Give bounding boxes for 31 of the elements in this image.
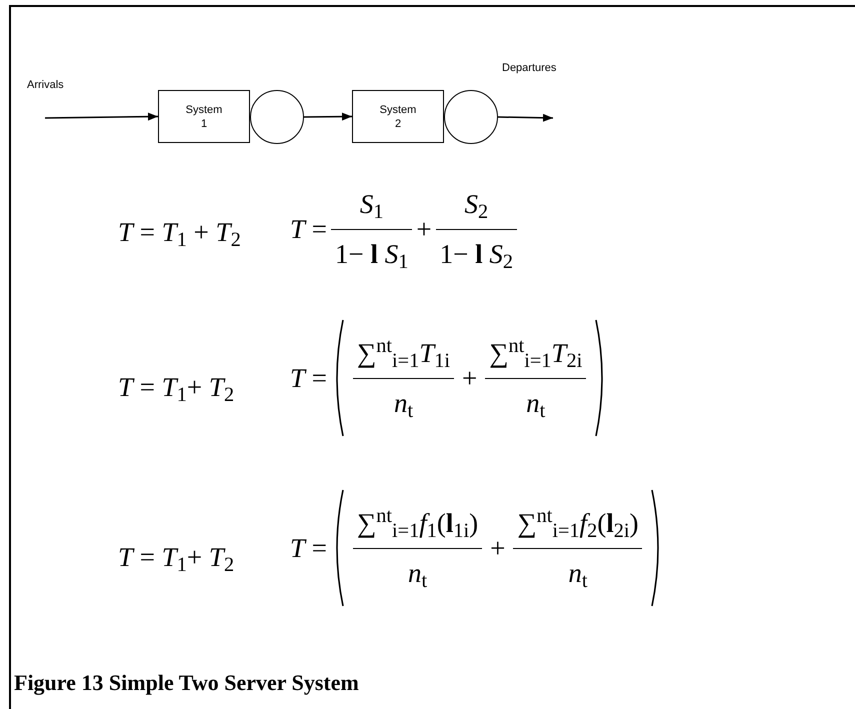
- fraction-numerator: ∑$^{nt}$$_{i=1}$f$_{2}$(l$_{2i}$): [517, 508, 638, 538]
- math-text: T = T$_{1}$+ T$_{2}$: [118, 542, 234, 572]
- arrow: [498, 114, 554, 122]
- fraction-denominator: n$_{t}$: [568, 558, 588, 588]
- fraction-denominator: 1− l S$_{1}$: [335, 238, 408, 268]
- fraction-denominator: n$_{t}$: [526, 388, 546, 418]
- math-text: +: [462, 362, 478, 395]
- arrivals-label: Arrivals: [27, 78, 64, 93]
- fraction-numerator: S$_{1}$: [360, 189, 384, 219]
- math-text: T = T$_{1}$ + T$_{2}$: [118, 217, 241, 247]
- arrow: [44, 112, 158, 121]
- fraction-numerator: S$_{2}$: [464, 189, 488, 219]
- fraction-denominator: n$_{t}$: [408, 558, 428, 588]
- arrow: [304, 112, 352, 121]
- math-text: T =: [290, 362, 328, 395]
- departures-label: Departures: [502, 61, 556, 76]
- fraction-denominator: 1− l S$_{2}$: [440, 238, 513, 268]
- fraction-denominator: n$_{t}$: [394, 388, 414, 418]
- system-box: [352, 90, 444, 143]
- math-text: T =: [290, 212, 328, 246]
- node-label: System 1: [184, 102, 224, 130]
- math-text: T = T$_{1}$+ T$_{2}$: [118, 372, 234, 402]
- node-label: System 2: [378, 102, 418, 130]
- system-box: [158, 90, 250, 143]
- fraction-numerator: ∑$^{nt}$$_{i=1}$f$_{1}$(l$_{1i}$): [357, 508, 478, 538]
- math-text: T =: [290, 532, 328, 565]
- fraction-numerator: ∑$^{nt}$$_{i=1}$T$_{2i}$: [489, 338, 582, 368]
- fraction-numerator: ∑$^{nt}$$_{i=1}$T$_{1i}$: [357, 338, 450, 368]
- figure-caption: Figure 13 Simple Two Server System: [14, 669, 359, 697]
- math-text: +: [490, 532, 506, 565]
- math-text: +: [416, 212, 432, 246]
